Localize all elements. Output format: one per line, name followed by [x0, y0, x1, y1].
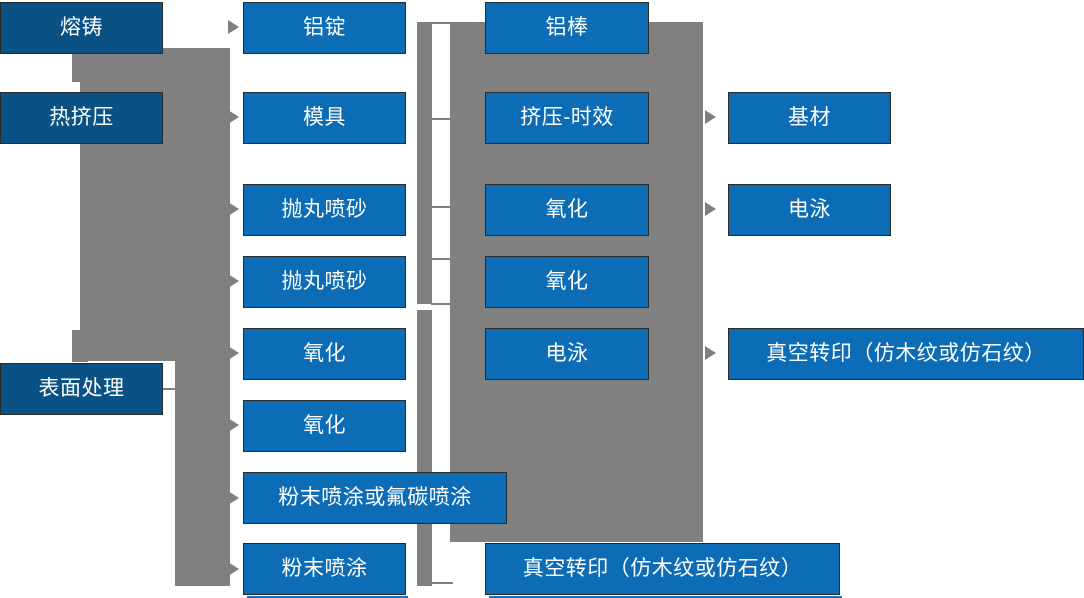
process-box-col-b-1[interactable]: 铝棒: [485, 2, 651, 57]
connector-tick-5: [431, 303, 453, 305]
process-label-col-a-2: 模具: [303, 106, 346, 130]
stage-box-hot-extrusion[interactable]: 热挤压: [0, 92, 165, 147]
connector-bar-middle-lower: [417, 310, 432, 586]
process-label-col-c-1: 基材: [788, 106, 831, 130]
process-label-col-c-2: 电泳: [788, 198, 831, 222]
process-label-col-a-8: 粉末喷涂: [281, 557, 368, 581]
process-label-col-b-1: 铝棒: [545, 16, 589, 40]
connector-stub-surface-treatment: [72, 330, 88, 362]
process-box-col-c-1[interactable]: 基材: [728, 92, 893, 147]
process-box-col-a-2[interactable]: 模具: [243, 92, 408, 147]
connector-band-left-narrow: [175, 361, 230, 586]
connector-line-surface-treatment: [163, 388, 185, 390]
stage-label-melt-cast: 熔铸: [60, 16, 103, 40]
arrowhead-col-a-4: [228, 274, 239, 288]
connector-tick-4: [431, 258, 453, 260]
process-label-col-a-1: 铝锭: [303, 16, 346, 40]
connector-stub-melt-cast: [72, 48, 88, 82]
stage-label-hot-extrusion: 热挤压: [49, 106, 114, 130]
process-label-col-b-4: 氧化: [545, 270, 589, 294]
process-label-col-a-4: 抛丸喷砂: [281, 270, 368, 294]
process-box-col-b-6[interactable]: 真空转印（仿木纹或仿石纹）: [485, 543, 842, 598]
process-label-col-b-2: 挤压-时效: [520, 106, 614, 130]
process-label-col-a-5: 氧化: [303, 342, 346, 366]
process-label-col-a-3: 抛丸喷砂: [281, 198, 368, 222]
process-box-col-a-3[interactable]: 抛丸喷砂: [243, 184, 408, 239]
arrowhead-col-a-6: [228, 418, 239, 432]
connector-tick-6: [431, 582, 453, 584]
process-label-col-c-3: 真空转印（仿木纹或仿石纹）: [766, 342, 1046, 366]
connector-tick-2: [431, 118, 453, 120]
process-box-col-b-3[interactable]: 氧化: [485, 184, 651, 239]
arrowhead-col-a-2: [228, 110, 239, 124]
process-label-col-a-7: 粉末喷涂或氟碳喷涂: [278, 486, 472, 510]
process-box-col-c-3[interactable]: 真空转印（仿木纹或仿石纹）: [728, 328, 1084, 383]
stage-box-surface-treatment[interactable]: 表面处理: [0, 363, 165, 418]
process-label-col-b-5: 电泳: [545, 342, 589, 366]
process-box-col-c-2[interactable]: 电泳: [728, 184, 893, 239]
process-box-col-b-2[interactable]: 挤压-时效: [485, 92, 651, 147]
arrowhead-col-a-1: [228, 20, 239, 34]
process-box-col-b-5[interactable]: 电泳: [485, 328, 651, 383]
process-label-col-b-6: 真空转印（仿木纹或仿石纹）: [522, 557, 803, 581]
connector-bar-middle-upper: [417, 22, 432, 304]
connector-tick-3: [431, 206, 453, 208]
arrowhead-col-c-3: [705, 346, 716, 360]
stage-label-surface-treatment: 表面处理: [38, 377, 125, 401]
process-box-col-a-4[interactable]: 抛丸喷砂: [243, 256, 408, 311]
arrowhead-col-a-7: [228, 491, 239, 505]
process-label-col-a-6: 氧化: [303, 414, 346, 438]
stage-box-melt-cast[interactable]: 熔铸: [0, 2, 165, 57]
connector-tick-1: [431, 22, 453, 24]
arrowhead-col-a-5: [228, 346, 239, 360]
process-box-col-a-7[interactable]: 粉末喷涂或氟碳喷涂: [243, 472, 509, 527]
arrowhead-col-a-3: [228, 202, 239, 216]
process-box-col-a-6[interactable]: 氧化: [243, 400, 408, 455]
arrowhead-col-c-1: [705, 110, 716, 124]
process-box-col-a-1[interactable]: 铝锭: [243, 2, 408, 57]
arrowhead-col-a-8: [228, 562, 239, 576]
process-box-col-a-5[interactable]: 氧化: [243, 328, 408, 383]
arrowhead-col-c-2: [705, 202, 716, 216]
process-box-col-b-4[interactable]: 氧化: [485, 256, 651, 311]
process-box-col-a-8[interactable]: 粉末喷涂: [243, 543, 408, 598]
process-label-col-b-3: 氧化: [545, 198, 589, 222]
